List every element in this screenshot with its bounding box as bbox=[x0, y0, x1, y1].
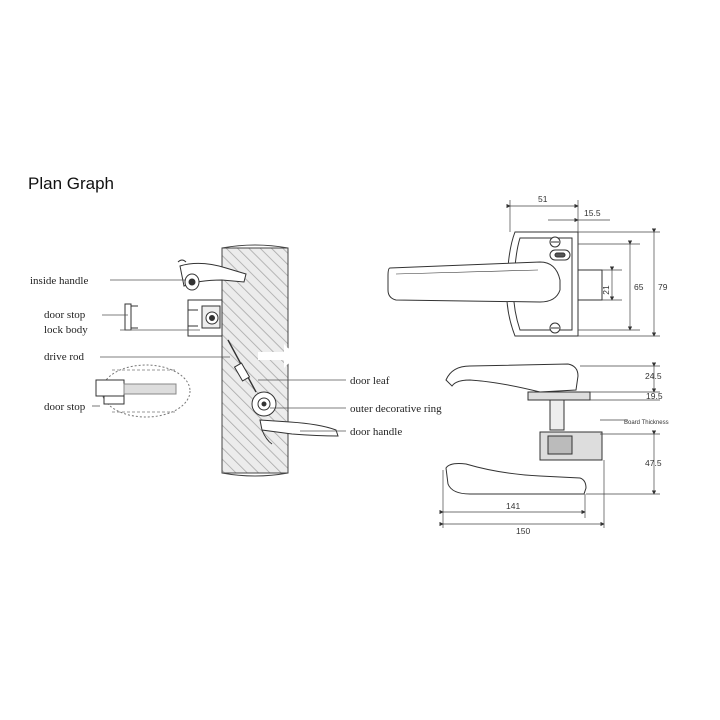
label-drive-rod: drive rod bbox=[44, 351, 85, 363]
front-view bbox=[387, 231, 603, 337]
label-outer-ring: outer decorative ring bbox=[350, 403, 442, 415]
dim-47-5: 47.5 bbox=[645, 458, 662, 468]
label-lock-body: lock body bbox=[44, 324, 88, 336]
inside-handle bbox=[177, 259, 247, 291]
lock-body bbox=[187, 299, 223, 337]
label-door-handle: door handle bbox=[350, 426, 402, 438]
label-door-stop-bottom: door stop bbox=[44, 401, 86, 413]
dim-51: 51 bbox=[538, 194, 548, 204]
door-stop-top bbox=[124, 303, 138, 331]
dim-19-5: 19.5 bbox=[646, 391, 663, 401]
assembly-view: inside handle door stop lock body drive … bbox=[30, 244, 442, 477]
dim-150: 150 bbox=[516, 526, 530, 536]
top-view bbox=[445, 363, 603, 495]
dim-79: 79 bbox=[658, 282, 668, 292]
door-leaf-panel bbox=[221, 247, 289, 474]
dim-65: 65 bbox=[634, 282, 644, 292]
dim-15-5: 15.5 bbox=[584, 208, 601, 218]
label-door-leaf: door leaf bbox=[350, 375, 390, 387]
dim-board-thickness: Board Thickness bbox=[624, 420, 669, 426]
page-title: Plan Graph bbox=[28, 174, 114, 193]
outer-ring-and-handle bbox=[251, 391, 339, 445]
door-stop-bottom bbox=[95, 364, 191, 418]
label-inside-handle: inside handle bbox=[30, 275, 88, 287]
dim-24-5: 24.5 bbox=[645, 371, 662, 381]
dim-21: 21 bbox=[601, 285, 611, 295]
dim-141: 141 bbox=[506, 501, 520, 511]
label-door-stop-top: door stop bbox=[44, 309, 86, 321]
